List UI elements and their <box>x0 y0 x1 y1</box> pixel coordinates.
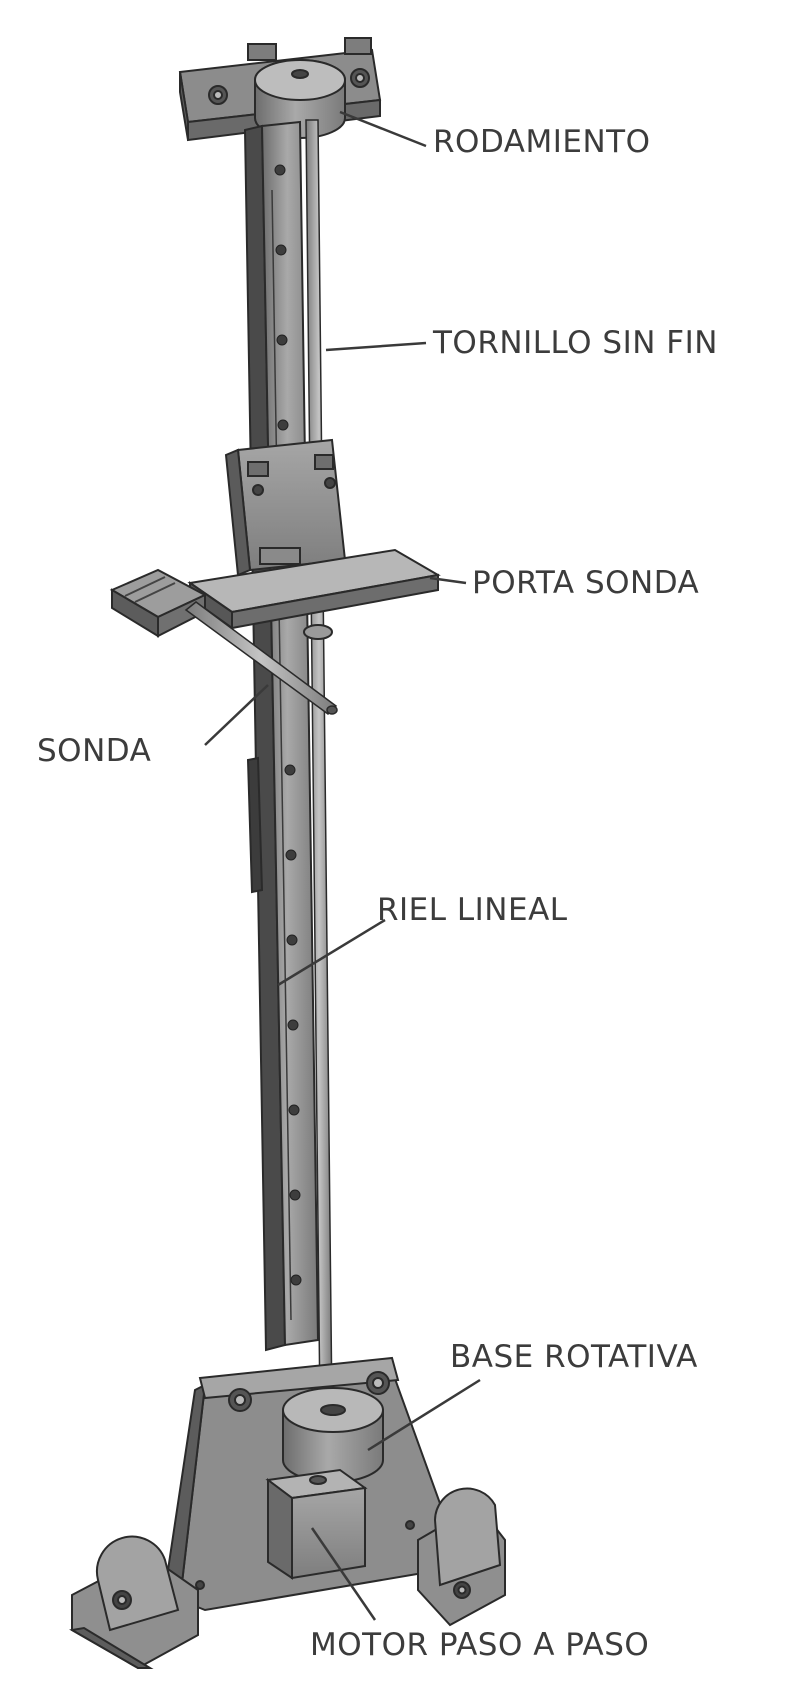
leader-tornillo <box>325 341 427 352</box>
label-riel-lineal: RIEL LINEAL <box>377 892 568 928</box>
rail-holes <box>274 164 302 1286</box>
probe-holder <box>109 548 441 640</box>
stepper-motor <box>265 1468 368 1580</box>
leader-motor <box>310 1527 377 1621</box>
leader-base <box>367 1378 481 1452</box>
probe-rod <box>184 601 338 715</box>
leader-sonda <box>204 684 269 746</box>
label-porta-sonda: PORTA SONDA <box>472 565 700 601</box>
leader-lines <box>204 110 481 1621</box>
label-rodamiento: RODAMIENTO <box>433 124 651 160</box>
label-base-rotativa: BASE ROTATIVA <box>450 1339 698 1375</box>
linear-rail-column <box>243 120 320 1352</box>
carriage-block <box>224 438 347 577</box>
leader-rodamiento <box>339 110 427 148</box>
leader-riel <box>277 918 386 987</box>
leader-porta-sonda <box>429 576 467 585</box>
label-motor-paso-a-paso: MOTOR PASO A PASO <box>310 1627 650 1663</box>
label-tornillo-sin-fin: TORNILLO SIN FIN <box>433 325 718 361</box>
label-sonda: SONDA <box>37 733 152 769</box>
